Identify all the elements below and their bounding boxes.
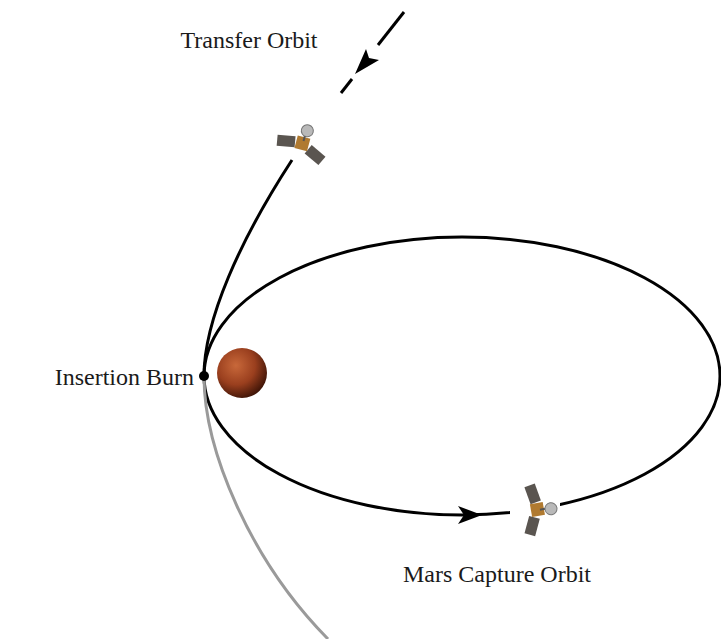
mars-planet (217, 348, 267, 398)
transfer-orbit (378, 12, 404, 45)
spacecraft (273, 118, 333, 167)
flyby-trajectory (204, 376, 328, 639)
orbit-arrow (458, 506, 482, 524)
burn-point (199, 371, 209, 381)
annotation-label: Insertion Burn (55, 364, 194, 390)
transfer-orbit (341, 79, 352, 93)
annotation-label: Mars Capture Orbit (403, 561, 591, 587)
capture-orbit (204, 237, 720, 515)
transfer-orbit (204, 160, 292, 376)
transfer-arrow (355, 49, 379, 74)
annotation-label: Transfer Orbit (180, 27, 317, 53)
spacecraft (516, 480, 561, 537)
